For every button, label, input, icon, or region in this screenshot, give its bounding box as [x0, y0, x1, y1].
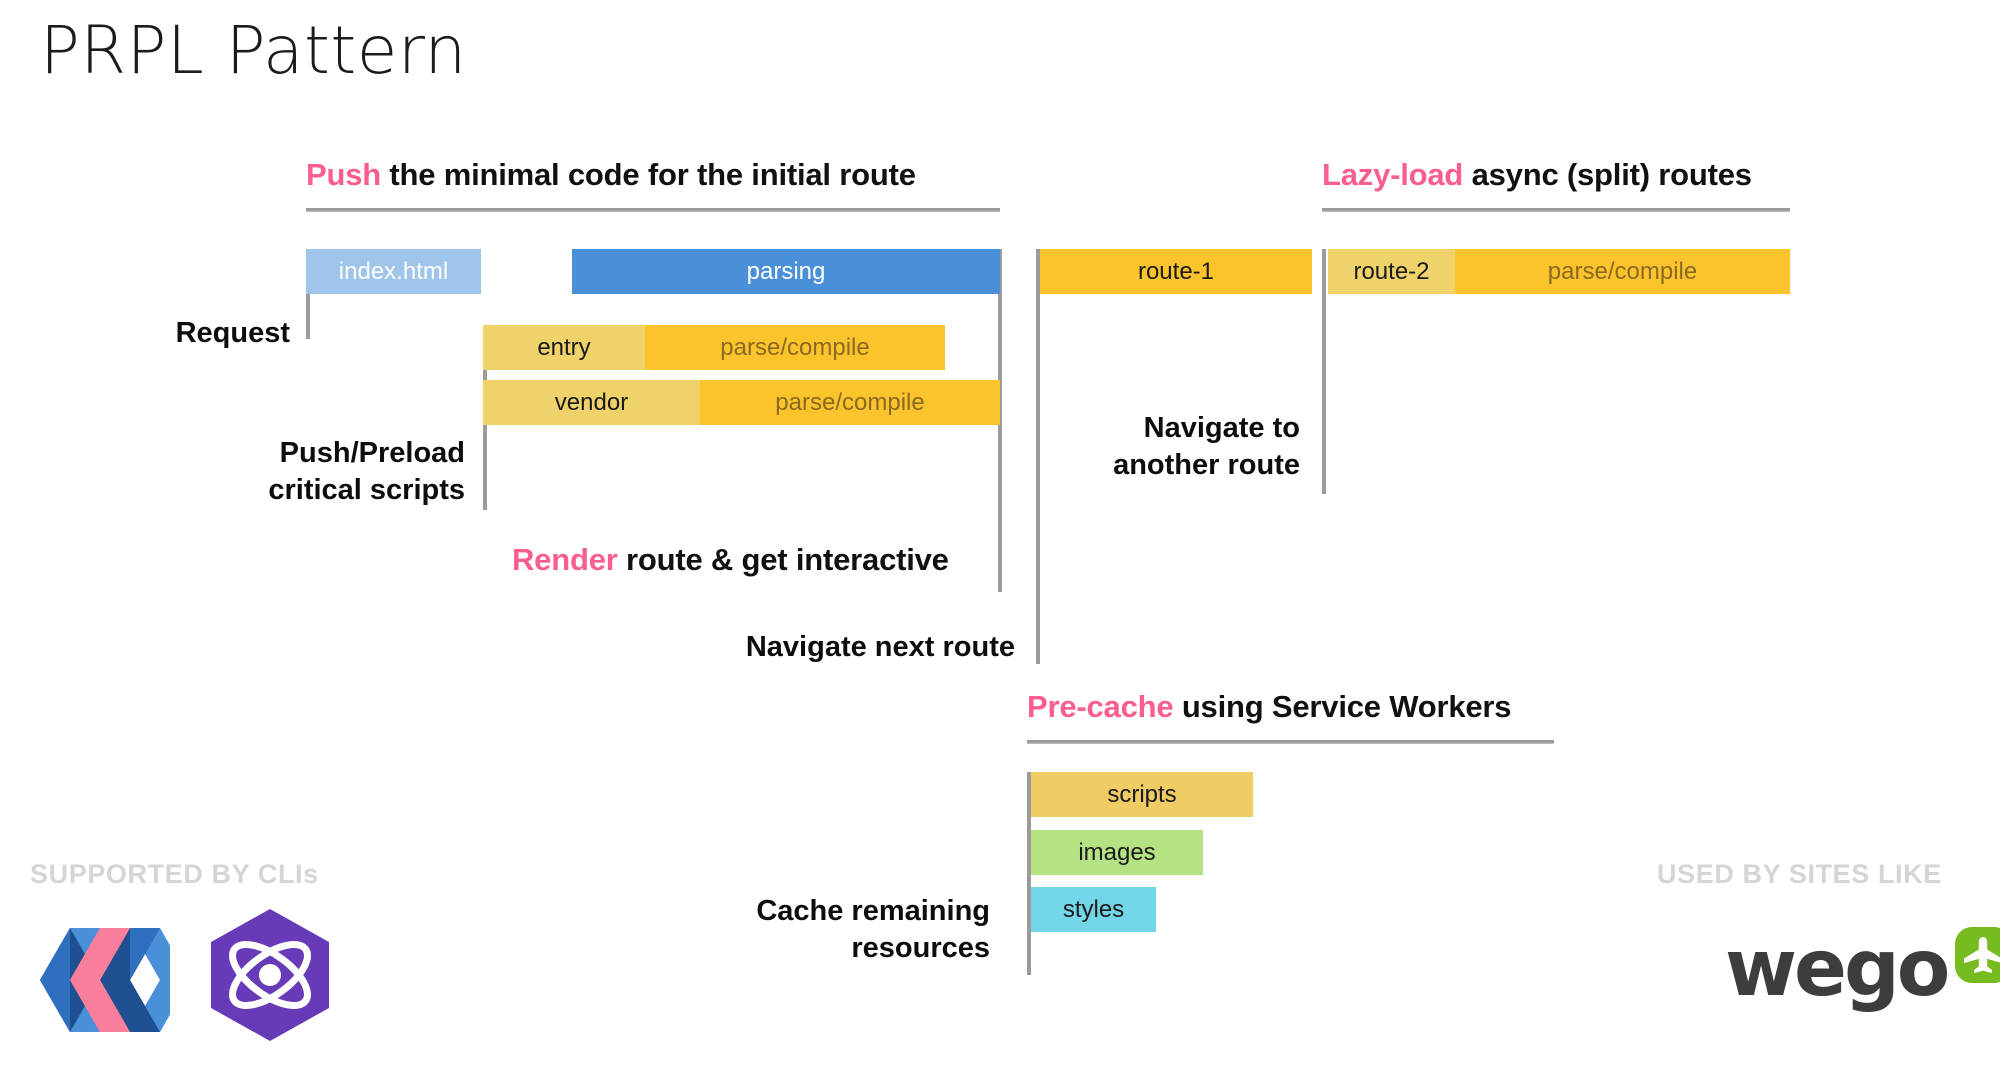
polymer-logo-icon — [30, 920, 190, 1040]
precache-heading-rest: using Service Workers — [1173, 689, 1512, 724]
bar-segment-route-2: route-2 — [1328, 249, 1455, 294]
bar-segment-vendor-parse-compile: parse/compile — [700, 380, 1000, 425]
wego-plane-badge-icon — [1953, 925, 2000, 990]
bar-cache-images: images — [1031, 830, 1203, 875]
render-heading-keyword: Render — [512, 542, 618, 577]
navigate-next-axis-line — [1036, 249, 1040, 664]
label-push-preload: Push/Preload critical scripts — [268, 437, 465, 507]
label-request: Request — [175, 317, 290, 349]
bar-segment-entry: entry — [483, 325, 645, 370]
push-heading-rest: the minimal code for the initial route — [381, 157, 916, 192]
label-navigate-another-route: Navigate to another route — [1113, 412, 1300, 482]
lazyload-heading-keyword: Lazy-load — [1322, 157, 1464, 192]
bar-cache-scripts: scripts — [1031, 772, 1253, 817]
bar-segment-route-2-parse-compile: parse/compile — [1455, 249, 1790, 294]
bar-route-2: route-2 parse/compile — [1328, 249, 1790, 294]
bar-segment-index-html: index.html — [306, 249, 481, 294]
bar-segment-vendor: vendor — [483, 380, 700, 425]
bar-cache-styles: styles — [1031, 887, 1156, 932]
bar-segment-route-1: route-1 — [1040, 249, 1312, 294]
render-heading-rest: route & get interactive — [617, 542, 949, 577]
push-section-heading: Push the minimal code for the initial ro… — [306, 157, 916, 193]
label-cache-remaining: Cache remaining resources — [756, 895, 990, 965]
precache-axis-line — [1027, 772, 1031, 975]
wego-wordmark: wego — [1725, 923, 1950, 1014]
bar-vendor: vendor parse/compile — [483, 380, 1000, 425]
wego-logo: wego — [1725, 925, 2000, 1012]
render-section-heading: Render route & get interactive — [512, 542, 949, 578]
page-title: PRPL Pattern — [40, 12, 467, 89]
push-heading-keyword: Push — [306, 157, 381, 192]
preact-atom-logo-icon — [200, 905, 340, 1045]
request-axis-line — [306, 249, 310, 339]
bar-segment-cache-images: images — [1031, 830, 1203, 875]
precache-heading-keyword: Pre-cache — [1027, 689, 1174, 724]
bar-parsing: parsing — [572, 249, 1000, 294]
lazyload-section-heading: Lazy-load async (split) routes — [1322, 157, 1752, 193]
lazyload-section-rule — [1322, 208, 1790, 212]
precache-section-rule — [1027, 740, 1554, 744]
bar-segment-parsing: parsing — [572, 249, 1000, 294]
used-by-sites-like-caption: USED BY SITES LIKE — [1657, 859, 1942, 889]
bar-segment-cache-scripts: scripts — [1031, 772, 1253, 817]
precache-section-heading: Pre-cache using Service Workers — [1027, 689, 1512, 725]
label-navigate-next-route: Navigate next route — [745, 631, 1015, 663]
bar-segment-entry-parse-compile: parse/compile — [645, 325, 945, 370]
bar-entry: entry parse/compile — [483, 325, 945, 370]
render-axis-line — [998, 249, 1002, 592]
lazyload-heading-rest: async (split) routes — [1463, 157, 1752, 192]
supported-by-clis-caption: SUPPORTED BY CLIs — [30, 859, 319, 889]
bar-index-html: index.html — [306, 249, 481, 294]
lazyload-axis-line — [1322, 249, 1326, 494]
push-section-rule — [306, 208, 1000, 212]
bar-segment-cache-styles: styles — [1031, 887, 1156, 932]
bar-route-1: route-1 — [1040, 249, 1312, 294]
